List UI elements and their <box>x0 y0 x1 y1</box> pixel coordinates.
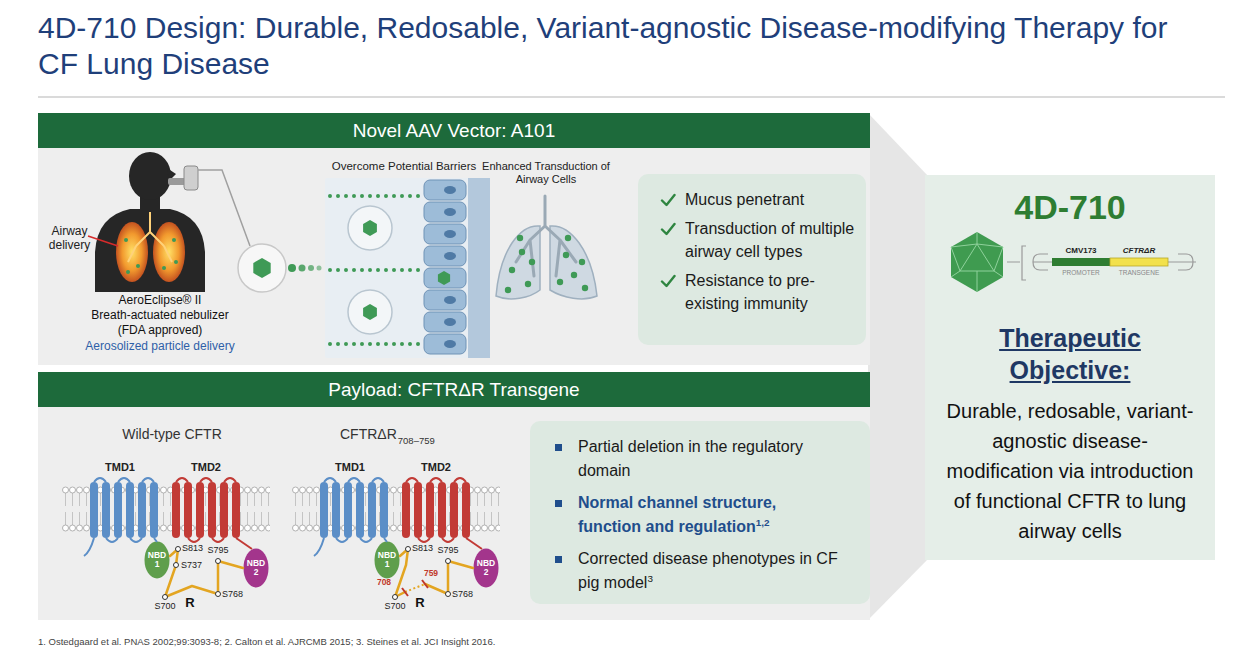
bullet-item: Corrected disease phenotypes in CF pig m… <box>555 547 840 595</box>
footnote: 1. Ostedgaard et al. PNAS 2002;99:3093-8… <box>38 636 495 647</box>
construct-label: TRANSGENE <box>1119 269 1159 277</box>
residue-label: S795 <box>437 545 458 556</box>
domain-label: NBD 2 <box>247 559 265 577</box>
bullet-text: Corrected disease phenotypes in CF pig m… <box>578 550 838 591</box>
domain-blob: NBD 1 <box>144 541 170 579</box>
construct-label: CFTRΔR <box>1123 246 1155 256</box>
domain-label: TMD1 <box>335 461 365 474</box>
bullet-item: Normal channel structure, function and r… <box>555 491 840 539</box>
domain-label: NBD 1 <box>378 551 396 569</box>
residue-label: S700 <box>154 601 175 612</box>
bullet-box: Partial deletion in the regulatory domai… <box>530 421 870 604</box>
device-name: Breath-actuated nebulizer <box>91 308 228 322</box>
content-panel: Payload: CFTRΔR TransgeneNBD 1 NBD 2 NBD 1… <box>38 372 870 620</box>
domain-label: NBD 1 <box>148 551 166 569</box>
figure-caption: Overcome Potential Barriers <box>332 160 476 174</box>
reference-number: 3 <box>647 573 653 584</box>
panel-header: Payload: CFTRΔR Transgene <box>38 372 870 407</box>
product-name: 4D-710 <box>945 187 1195 227</box>
domain-blob: NBD 2 <box>243 548 269 588</box>
checklist-box: Mucus penetrantTransduction of multiple … <box>638 174 866 345</box>
objective-panel: 4D-710Therapeutic Objective: Durable, red… <box>925 175 1215 560</box>
figure-caption: Enhanced Transduction of Airway Cells <box>481 160 611 186</box>
bullet-item: Partial deletion in the regulatory domai… <box>555 435 840 483</box>
deletion-boundary: 759 <box>424 568 438 578</box>
residue-label: S795 <box>207 545 228 556</box>
flow-chevron <box>868 113 928 620</box>
checklist-item: Transduction of multiple airway cell typ… <box>660 217 856 263</box>
objective-text: Durable, redosable, variant-agnostic dis… <box>945 396 1195 546</box>
residue-label: S813 <box>412 543 433 554</box>
domain-label: R <box>415 595 424 611</box>
reference-number: 1,2 <box>756 517 770 528</box>
slide-title: 4D-710 Design: Durable, Redosable, Varia… <box>38 10 1168 82</box>
device-note: Aerosolized particle delivery <box>85 339 234 353</box>
checklist-item: Resistance to pre-existing immunity <box>660 269 856 315</box>
checklist-item: Mucus penetrant <box>660 188 856 211</box>
construct-label: PROMOTER <box>1062 269 1100 277</box>
domain-label: TMD2 <box>421 461 451 474</box>
domain-blob: NBD 1 <box>374 541 400 579</box>
callout-label: Airway delivery <box>42 224 97 253</box>
panel-header: Novel AAV Vector: A101 <box>38 113 870 148</box>
residue-label: S813 <box>182 543 203 554</box>
residue-label: S737 <box>181 560 202 571</box>
domain-label: TMD2 <box>191 461 221 474</box>
domain-label: NBD 2 <box>477 559 495 577</box>
figure-subscript: 708–759 <box>398 435 435 446</box>
bullet-text: Partial deletion in the regulatory domai… <box>578 438 803 479</box>
domain-label: R <box>185 595 194 611</box>
residue-label: S768 <box>222 589 243 600</box>
figure-title: Wild-type CFTR <box>122 426 222 443</box>
figure-title: CFTRΔR <box>340 426 397 443</box>
bullet-text: Normal channel structure, function and r… <box>578 494 776 535</box>
residue-label: S700 <box>384 601 405 612</box>
deletion-boundary: 708 <box>377 577 391 587</box>
title-rule <box>38 97 1225 98</box>
construct-label: CMV173 <box>1065 246 1096 256</box>
device-name: AeroEclipse® II <box>119 293 202 307</box>
device-note: (FDA approved) <box>118 323 203 337</box>
domain-label: TMD1 <box>105 461 135 474</box>
objective-heading: Therapeutic Objective: <box>970 322 1170 386</box>
residue-label: S768 <box>452 589 473 600</box>
domain-blob: NBD 2 <box>473 548 499 588</box>
